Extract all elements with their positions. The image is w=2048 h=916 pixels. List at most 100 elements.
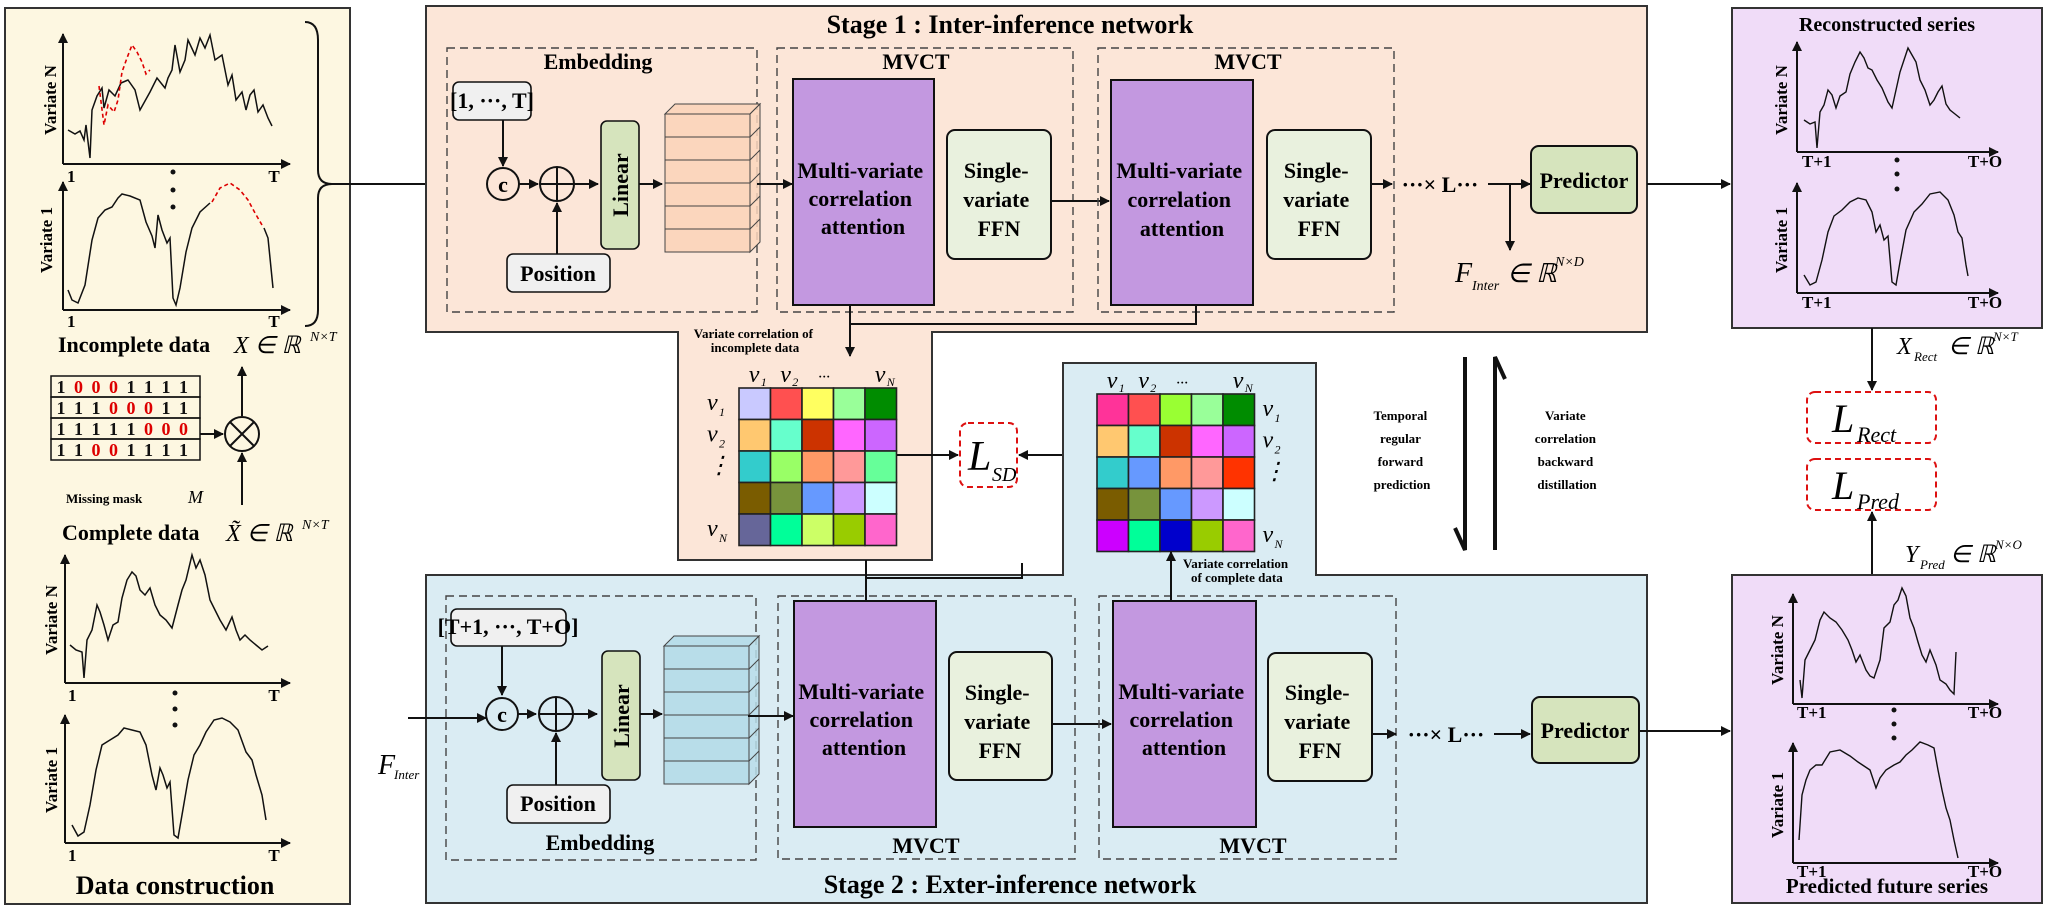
- complete-variate-1-chart: Variate 1 1 T: [42, 714, 291, 865]
- axis-label-variate-1: Variate 1: [42, 747, 61, 813]
- matrix-cell: [864, 481, 898, 515]
- token-slot: [664, 205, 751, 230]
- matrix-cell: [801, 481, 835, 515]
- stage1-mvct-group-1: [776, 47, 1074, 313]
- stage1-mvct-group-2: [1097, 47, 1395, 313]
- stage1-time-index: [1, ···, T]: [450, 88, 534, 113]
- reconstructed-title: Reconstructed series: [1799, 14, 1975, 36]
- matrix-cell: [1127, 424, 1161, 458]
- svg-text:F: F: [377, 750, 396, 781]
- x-rect-formula: X Rect ∈ ℝ N×T: [1896, 329, 2018, 364]
- stage2-linear-box: [601, 650, 641, 781]
- stage1-repeat-label: ···× L···: [1402, 172, 1479, 197]
- mask-cell: 0: [162, 419, 171, 439]
- matrix-cell: [1190, 519, 1224, 553]
- matrix-row-label: v: [707, 516, 718, 542]
- backward-arrow: [1493, 356, 1507, 550]
- mask-cell: 1: [179, 377, 188, 397]
- stage2-ffn-text-2: Single- variate FFN: [1284, 680, 1355, 763]
- series-line: [263, 227, 274, 289]
- incomplete-variate-n-chart: Variate N 1 T: [41, 32, 291, 186]
- stage2-embedding-label: Embedding: [546, 830, 655, 855]
- missing-segment: [98, 43, 151, 126]
- mask-cell: 1: [92, 419, 101, 439]
- loss-pred: L Pred: [1806, 458, 1937, 514]
- mask-cell: 0: [92, 440, 101, 460]
- stage1-predictor-box[interactable]: [1530, 145, 1638, 214]
- stage2-title: Stage 2 : Exter-inference network: [824, 870, 1197, 899]
- token-slot: [664, 136, 751, 161]
- matrix-cell: [769, 513, 803, 547]
- stage2-time-index-box: [450, 608, 567, 647]
- svg-text:1: 1: [719, 405, 725, 419]
- matrix-cell: [738, 387, 772, 421]
- matrix-cell: [832, 481, 866, 515]
- axis-label-variate-n: Variate N: [1768, 614, 1787, 684]
- mask-cell: 1: [74, 440, 83, 460]
- matrix-cell: [738, 513, 772, 547]
- axis-label-variate-1: Variate 1: [1768, 772, 1787, 838]
- matrix-cell: [832, 513, 866, 547]
- mask-cell: 1: [144, 440, 153, 460]
- matrix-cell: [1096, 393, 1130, 427]
- stage2-mvca-text-2: Multi-variate correlation attention: [1118, 679, 1249, 760]
- forward-prediction-label: Temporal regular forward prediction: [1374, 408, 1432, 492]
- matrix-cell: [1096, 519, 1130, 553]
- token-slot: [664, 159, 751, 184]
- series-line: [71, 717, 267, 840]
- matrix-cell: [1222, 393, 1256, 427]
- stage1-linear-label: Linear: [608, 153, 633, 217]
- series-line: [67, 32, 273, 159]
- matrix-cell: [1127, 487, 1161, 521]
- matrix-cell: [1222, 487, 1256, 521]
- x-end-label: T: [268, 686, 280, 705]
- token-slot: [664, 228, 751, 253]
- stage2-mvct-label-1: MVCT: [892, 833, 960, 858]
- x-end-label: T+O: [1968, 293, 2002, 312]
- stage1-mvca-text-1: Multi-variate correlation attention: [797, 158, 928, 239]
- missing-segment: [211, 182, 263, 226]
- matrix-cell: [864, 418, 898, 452]
- svg-text:N: N: [886, 375, 896, 389]
- mask-cell: 0: [127, 398, 136, 418]
- token-slot: [664, 113, 751, 138]
- matrix-cell: [1096, 487, 1130, 521]
- svg-text:N: N: [1244, 381, 1254, 395]
- svg-text:Inter: Inter: [393, 767, 420, 782]
- x-end-label: T: [268, 312, 280, 331]
- matrix-cell: [832, 387, 866, 421]
- token-slot: [663, 714, 750, 739]
- x-start-label: T+1: [1797, 862, 1827, 881]
- data-construction-panel: Variate N 1 T Variate 1 1 T Incomplete d…: [4, 7, 351, 905]
- svg-text:N×O: N×O: [1994, 537, 2022, 552]
- svg-text:N×T: N×T: [1992, 329, 2018, 344]
- axis-label-variate-1: Variate 1: [1772, 207, 1791, 273]
- x-end-label: T+O: [1968, 152, 2002, 171]
- mask-cell: 0: [179, 419, 188, 439]
- matrix-row-label: v: [1263, 428, 1274, 454]
- stage2-predictor-label: Predictor: [1541, 718, 1630, 743]
- stage2-token-stack: [662, 634, 761, 786]
- complete-data-sup: N×T: [301, 518, 330, 533]
- matrix-col-label: ···: [818, 369, 830, 386]
- matrix-row-label: v: [707, 422, 718, 448]
- series-line: [1803, 191, 1969, 287]
- matrix-cell: [769, 481, 803, 515]
- data-construction-title: Data construction: [76, 871, 275, 900]
- matrix-row-label: ⋮: [707, 453, 731, 479]
- svg-text:L: L: [967, 434, 991, 480]
- matrix-cell: [1127, 393, 1161, 427]
- matrix-cell: [1190, 487, 1224, 521]
- axis-label-variate-1: Variate 1: [37, 207, 56, 273]
- stage1-predictor-label: Predictor: [1540, 168, 1629, 193]
- mask-cell: 1: [127, 440, 136, 460]
- token-slot: [664, 182, 751, 207]
- token-slot: [663, 668, 750, 693]
- matrix-col-label: v: [780, 362, 791, 388]
- matrix-row-label: v: [707, 390, 718, 416]
- stage1-ffn-block-1: [946, 129, 1052, 260]
- matrix-cell: [1222, 456, 1256, 490]
- mask-cell: 1: [57, 419, 66, 439]
- matrix-cell: [801, 418, 835, 452]
